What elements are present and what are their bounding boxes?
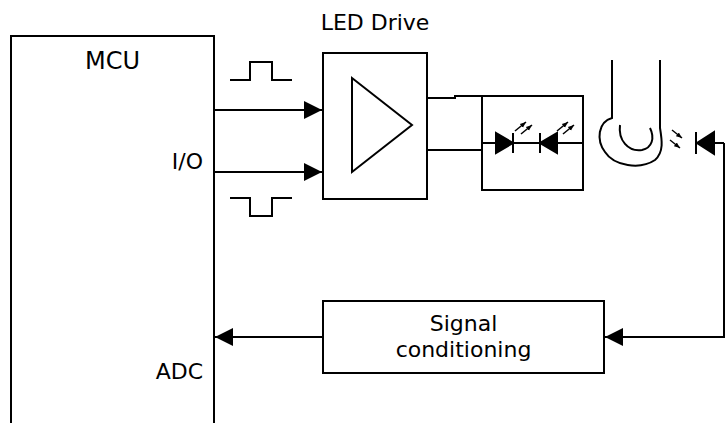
port-name: I/O bbox=[172, 149, 203, 175]
mcu-box: MCU I/O ADC bbox=[10, 35, 215, 423]
pulse-low bbox=[230, 198, 292, 216]
signal-arrow bbox=[215, 171, 322, 173]
block-heading: LED Drive bbox=[284, 10, 466, 36]
port-name: ADC bbox=[156, 359, 203, 385]
fingernail bbox=[620, 125, 653, 150]
wire bbox=[428, 149, 482, 151]
pulse-high bbox=[230, 62, 292, 80]
led-symbol bbox=[482, 122, 535, 153]
driver-box: LED Drive bbox=[322, 52, 428, 200]
wire bbox=[428, 96, 583, 190]
finger-outline bbox=[600, 60, 662, 166]
block-name: MCU bbox=[12, 47, 213, 76]
signal-arrow bbox=[215, 109, 322, 111]
amplifier-symbol bbox=[352, 78, 412, 172]
led-symbol bbox=[535, 122, 583, 153]
process-box: Signal conditioning bbox=[322, 300, 605, 374]
block-name: Signal conditioning bbox=[379, 311, 549, 364]
photodiode-symbol bbox=[670, 130, 724, 154]
signal-arrow bbox=[215, 336, 322, 338]
wire bbox=[605, 143, 724, 337]
